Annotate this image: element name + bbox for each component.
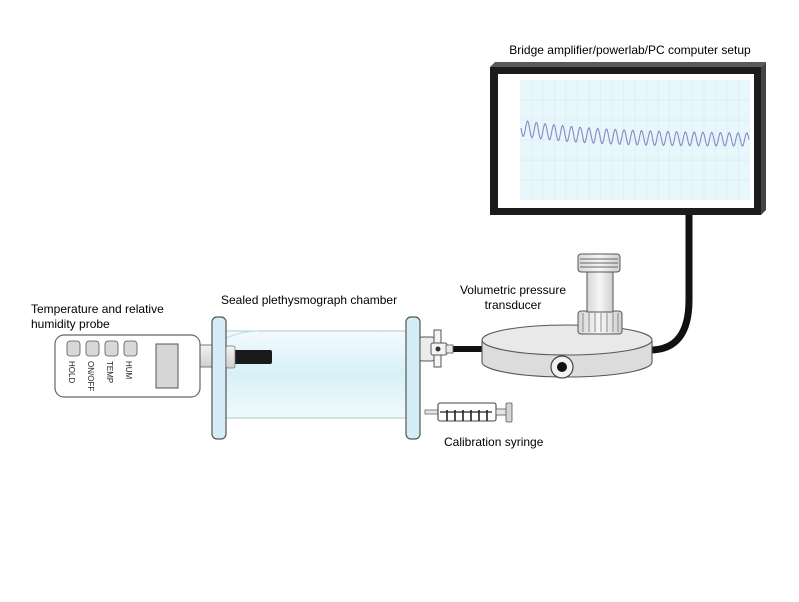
pressure-transducer bbox=[481, 253, 653, 379]
probe-button-label-hold: HOLD bbox=[67, 361, 76, 383]
transducer-base-top bbox=[481, 324, 653, 356]
chamber-flange-right bbox=[405, 316, 421, 440]
probe-button-onoff bbox=[85, 340, 100, 357]
probe-button-temp bbox=[104, 340, 119, 357]
label-computer-setup: Bridge amplifier/powerlab/PC computer se… bbox=[509, 43, 751, 57]
probe-button-hold bbox=[66, 340, 81, 357]
probe-button-hum bbox=[123, 340, 138, 357]
valve-stem-bottom bbox=[433, 354, 442, 368]
calibration-syringe-art bbox=[424, 402, 513, 423]
probe-display bbox=[155, 343, 179, 389]
probe-button-label-temp: TEMP bbox=[105, 361, 114, 383]
transducer-port bbox=[557, 362, 567, 372]
cap-ridges bbox=[580, 258, 618, 268]
transducer-stem bbox=[586, 270, 614, 313]
label-chamber: Sealed plethysmograph chamber bbox=[221, 293, 398, 307]
label-syringe: Calibration syringe bbox=[444, 435, 544, 449]
syringe-tip bbox=[424, 409, 440, 415]
probe-button-label-hum: HUM bbox=[124, 361, 133, 380]
chamber-cylinder bbox=[221, 330, 411, 419]
probe-rod bbox=[232, 350, 272, 364]
valve-stem-top bbox=[433, 329, 442, 344]
syringe-graduations bbox=[440, 410, 492, 421]
label-humidity-probe: Temperature and relative humidity probe bbox=[31, 302, 164, 331]
probe-rod-collar bbox=[225, 345, 236, 369]
probe-button-label-onoff: ON/OFF bbox=[86, 361, 95, 391]
chamber-flange-left bbox=[211, 316, 227, 440]
syringe-thumb-rest bbox=[505, 402, 513, 423]
plethysmograph-chamber bbox=[211, 316, 454, 440]
label-transducer: Volumetric pressure transducer bbox=[459, 283, 567, 312]
transducer-knurled-nut bbox=[577, 310, 623, 335]
valve-outlet bbox=[445, 344, 454, 354]
signal-trace bbox=[520, 120, 750, 147]
monitor-side bbox=[761, 62, 766, 215]
monitor-top bbox=[490, 62, 766, 67]
humidity-probe: HOLD ON/OFF TEMP HUM bbox=[54, 334, 217, 398]
valve-center bbox=[435, 346, 441, 352]
monitor bbox=[490, 62, 766, 215]
nut-knurling bbox=[582, 313, 619, 332]
monitor-cable bbox=[646, 210, 693, 354]
